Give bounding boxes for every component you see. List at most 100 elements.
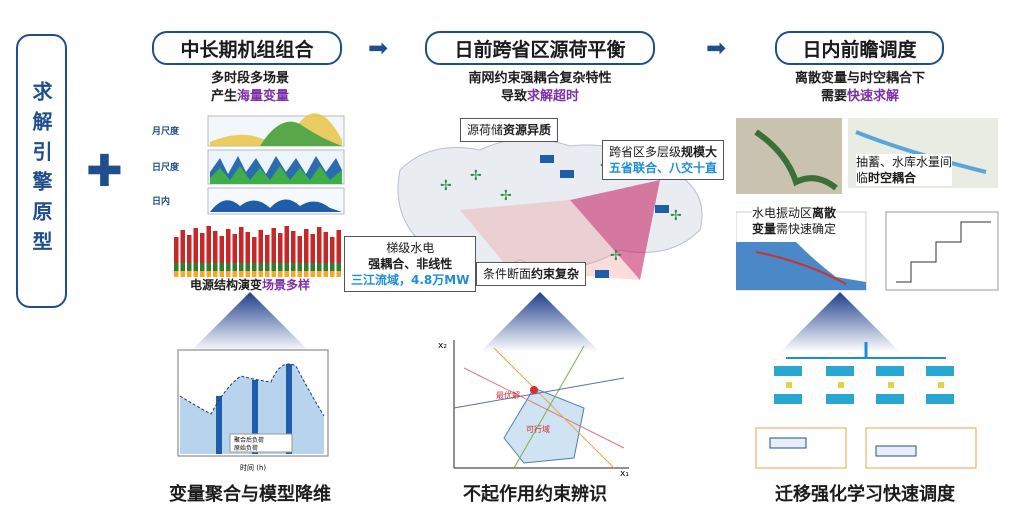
stacked-bar: [206, 263, 211, 271]
x-axis-label: 时间 (h): [240, 463, 266, 472]
stacked-bar: [278, 263, 283, 271]
stacked-bar: [317, 227, 322, 263]
stacked-bar: [284, 263, 289, 271]
stacked-bar: [330, 271, 335, 277]
stacked-bar: [310, 263, 315, 271]
svg-text:✢: ✢: [670, 208, 682, 224]
cross-province-box: 跨省区多层级规模大 五省联合、八交十直: [602, 140, 725, 180]
stacked-bar: [219, 263, 224, 271]
stacked-bar: [310, 234, 315, 263]
stacked-bar: [232, 263, 237, 271]
stage-1-title: 中长期机组组合: [152, 31, 342, 65]
stacked-bar: [200, 233, 205, 263]
resource-heterogeneity-box: 源荷储资源异质: [460, 118, 559, 142]
stacked-bar: [232, 234, 237, 263]
stacked-bar: [193, 263, 198, 271]
scale-label-intraday: 日内: [152, 195, 170, 207]
stacked-bar: [200, 263, 205, 271]
stacked-bar: [245, 232, 250, 263]
stacked-bar: [310, 271, 315, 277]
stacked-bar: [284, 226, 289, 263]
stacked-bar: [239, 271, 244, 277]
hydro-scheduling-figures: [736, 118, 999, 291]
stacked-bar: [213, 231, 218, 263]
up-arrow-icon: [190, 292, 310, 352]
up-arrow-icon: [780, 292, 900, 352]
stacked-bar: [258, 271, 263, 277]
stacked-bar: [174, 237, 179, 263]
stacked-bar: [336, 271, 341, 277]
stacked-bar: [304, 229, 309, 263]
stacked-bar: [258, 230, 263, 263]
right-arrow-icon: ➡: [706, 34, 727, 62]
up-arrow-icon: [480, 292, 600, 352]
stacked-bar: [187, 235, 192, 263]
optimal-label: 最优解: [496, 390, 520, 400]
stacked-bar: [265, 271, 270, 277]
scale-label-day: 日尺度: [152, 161, 180, 173]
stacked-bar: [336, 230, 341, 263]
stacked-bar: [213, 271, 218, 277]
stacked-bar: [330, 263, 335, 271]
stacked-bar: [187, 263, 192, 271]
stacked-bar: [252, 263, 257, 271]
stacked-bar: [291, 271, 296, 277]
stacked-bar: [206, 226, 211, 263]
stage-1-subtitle: 多时段多场景 产生海量变量: [210, 71, 290, 104]
stacked-bar: [245, 271, 250, 277]
stacked-bar: [330, 237, 335, 263]
method-label-aggregation: 变量聚合与模型降维: [169, 484, 331, 505]
stacked-bar: [265, 235, 270, 263]
stacked-bar: [323, 263, 328, 271]
stacked-bar: [297, 236, 302, 263]
stacked-bar: [271, 263, 276, 271]
stacked-bar: [174, 271, 179, 277]
stacked-bar: [180, 263, 185, 271]
stacked-bar: [297, 263, 302, 271]
svg-text:✢: ✢: [470, 168, 482, 184]
stacked-bar: [180, 230, 185, 263]
stage-3-subtitle: 离散变量与时空耦合下 需要快速求解: [794, 71, 925, 104]
stacked-bar: [258, 263, 263, 271]
load-aggregation-chart: 聚合后负荷 原始负荷 时间 (h): [177, 349, 329, 472]
svg-text:✢: ✢: [610, 248, 622, 264]
stacked-bar: [317, 271, 322, 277]
stacked-bar: [174, 263, 179, 271]
stage-3-title: 日内前瞻调度: [775, 31, 944, 65]
optimal-point: [530, 386, 538, 394]
method-arrows: [190, 292, 900, 352]
panel-1-caption: 电源结构演变场景多样: [190, 278, 311, 292]
stacked-bar: [226, 229, 231, 263]
stacked-bar: [278, 233, 283, 263]
stacked-bar: [252, 237, 257, 263]
stacked-bar: [291, 263, 296, 271]
stage-2-subtitle: 南网约束强耦合复杂特性 导致求解超时: [468, 71, 612, 104]
stacked-bar: [226, 263, 231, 271]
stacked-bar: [245, 263, 250, 271]
stacked-bar: [219, 236, 224, 263]
stacked-bar: [193, 271, 198, 277]
stage-2-title: 日前跨省区源荷平衡: [425, 31, 655, 65]
cascade-hydro-box: 梯级水电 强耦合、非线性 三江流域，4.8万MW: [344, 236, 477, 292]
legend-original: 原始负荷: [234, 444, 258, 452]
method-label-constraint: 不起作用约束辨识: [463, 484, 607, 505]
right-arrow-icon: ➡: [368, 34, 389, 62]
stacked-bar: [317, 263, 322, 271]
feasible-region-label: 可行域: [526, 424, 550, 434]
stacked-bar: [206, 271, 211, 277]
method-label-transfer-rl: 迁移强化学习快速调度: [775, 484, 955, 505]
scale-label-month: 月尺度: [151, 125, 180, 137]
stacked-bar: [304, 263, 309, 271]
stacked-bar: [323, 232, 328, 263]
spatiotemporal-coupling-caption: 抽蓄、水库水量间 临时空耦合: [856, 154, 953, 186]
stacked-bar: [239, 227, 244, 263]
stacked-bar: [193, 228, 198, 263]
stacked-bar: [284, 271, 289, 277]
stacked-bar: [323, 271, 328, 277]
multi-scale-scenario-charts: 月尺度 日尺度 日内: [151, 113, 345, 277]
stacked-bar: [226, 271, 231, 277]
section-constraint-box: 条件断面约束复杂: [476, 262, 587, 286]
stacked-bar: [291, 231, 296, 263]
stacked-bar: [239, 263, 244, 271]
stacked-bar: [213, 263, 218, 271]
